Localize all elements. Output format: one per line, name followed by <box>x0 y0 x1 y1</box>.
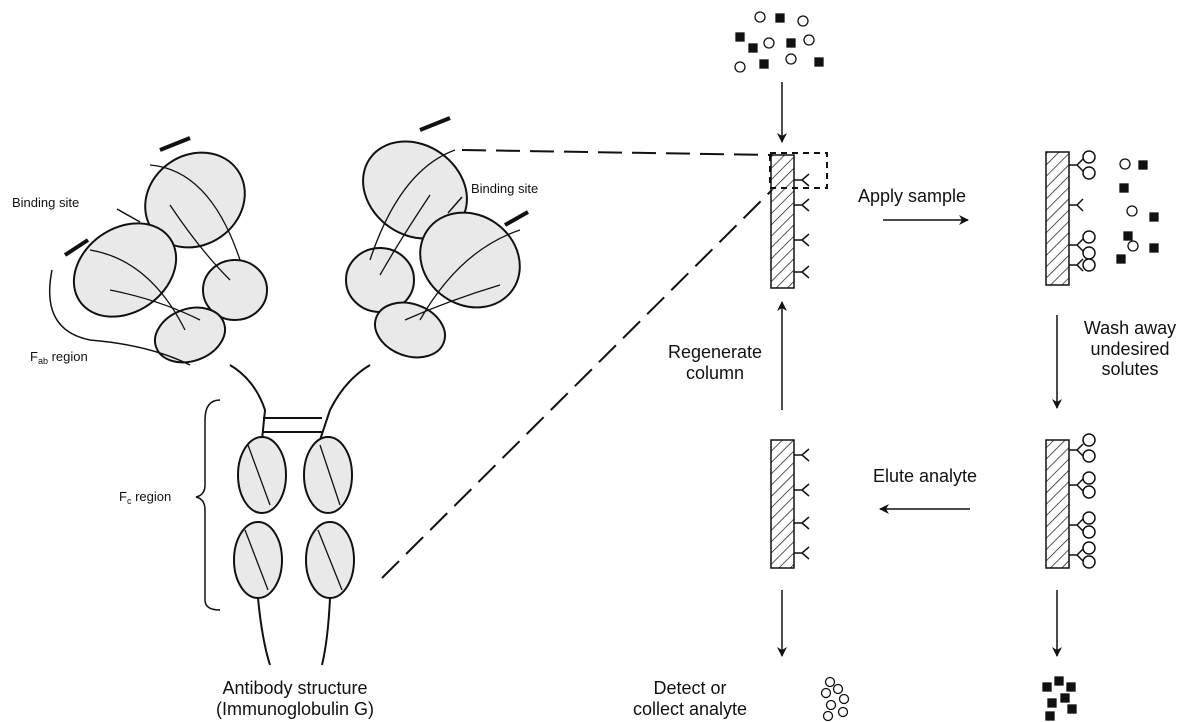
fab-region-label: Fab region <box>30 350 88 366</box>
right-fab-arm <box>344 118 538 367</box>
detect-label: Detect or collect analyte <box>610 678 770 719</box>
column-right-top <box>1046 151 1095 285</box>
apply-sample-label: Apply sample <box>858 186 966 207</box>
caption-line-2: (Immunoglobulin G) <box>195 699 395 720</box>
unbound-solutes <box>1117 159 1158 263</box>
binding-site-label-right: Binding site <box>471 182 538 197</box>
column-right-bottom <box>1046 434 1095 568</box>
fc-region-label: Fc region <box>119 490 171 506</box>
collected-analyte <box>822 678 849 721</box>
wash-line-3: solutes <box>1075 359 1181 380</box>
antibody-structure <box>50 118 539 665</box>
wash-label: Wash away undesired solutes <box>1075 318 1181 380</box>
flow-arrows <box>782 82 1057 656</box>
fc-domains <box>234 437 354 665</box>
regenerate-line-1: Regenerate <box>660 342 770 363</box>
elute-analyte-label: Elute analyte <box>873 466 977 487</box>
left-fab-arm <box>56 133 267 371</box>
sample-mixture <box>735 12 823 72</box>
washed-solutes <box>1043 677 1076 720</box>
detect-line-2: collect analyte <box>610 699 770 720</box>
caption-line-1: Antibody structure <box>195 678 395 699</box>
wash-line-1: Wash away <box>1075 318 1181 339</box>
column-bottom <box>771 440 809 568</box>
detect-line-1: Detect or <box>610 678 770 699</box>
wash-line-2: undesired <box>1075 339 1181 360</box>
regenerate-line-2: column <box>660 363 770 384</box>
regenerate-label: Regenerate column <box>660 342 770 383</box>
binding-site-label-left: Binding site <box>12 196 79 211</box>
column-top <box>771 155 809 288</box>
antibody-caption: Antibody structure (Immunoglobulin G) <box>195 678 395 719</box>
